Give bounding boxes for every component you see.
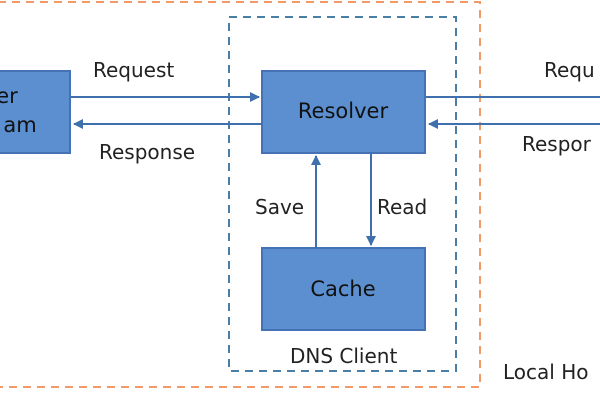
user-program-label-line-1: er [0,84,18,108]
dns-client-label: DNS Client [290,344,397,368]
resolver-label: Resolver [298,99,389,123]
right-request-label: Requ [544,58,595,82]
user-program-label-line-2: am [3,113,36,137]
local-host-boundary [0,1,481,388]
dns-client-boundary [228,16,457,372]
resolver-box [261,70,426,154]
cache-label: Cache [310,277,375,301]
left-response-label: Response [99,140,195,164]
right-response-label: Respor [522,132,592,156]
left-request-label: Request [93,58,174,82]
read-label: Read [377,195,427,219]
cache-box [261,247,426,331]
user-program-box [0,70,71,154]
local-host-label: Local Ho [503,360,588,384]
save-label: Save [255,195,304,219]
